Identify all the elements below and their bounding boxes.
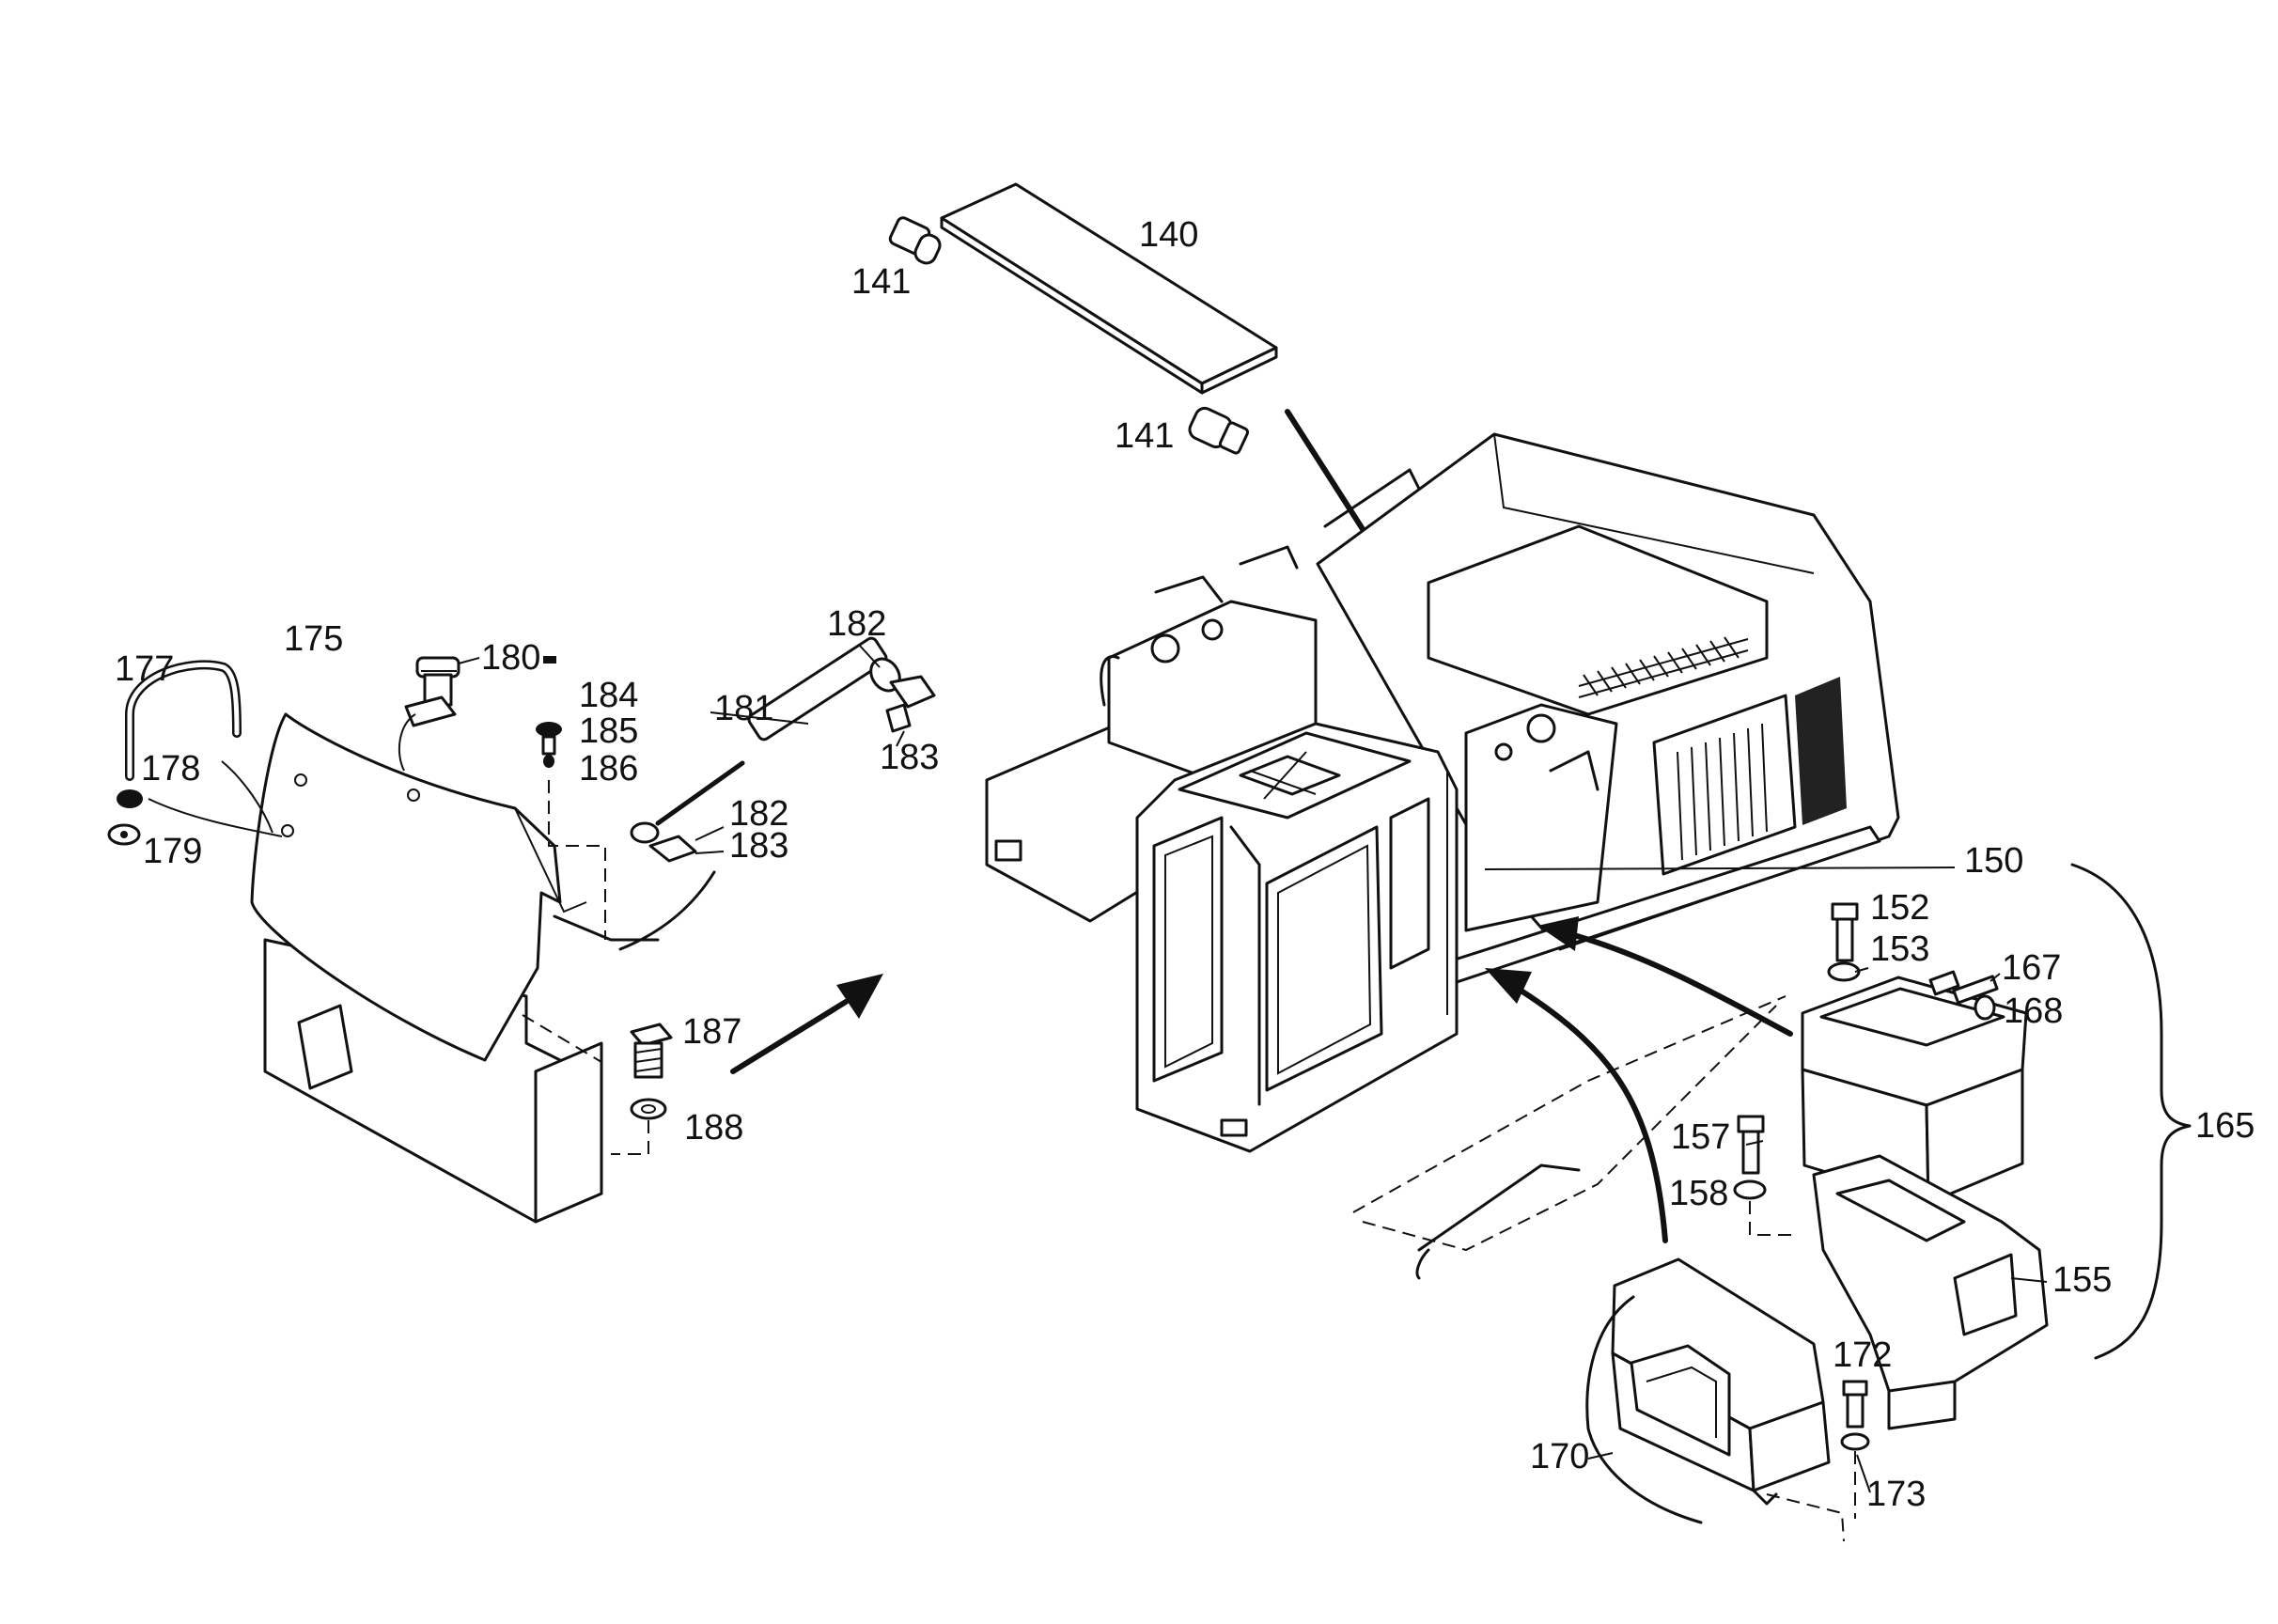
brace-165 xyxy=(2070,863,2192,1360)
cover-175 xyxy=(250,712,716,1224)
fastener-184 xyxy=(536,722,606,940)
washer-icon xyxy=(107,789,143,846)
label-150: 150 xyxy=(1964,841,2023,881)
plug-141-bottom xyxy=(1188,406,1250,455)
brace-170 xyxy=(1585,1295,1703,1524)
label-178: 178 xyxy=(141,749,200,789)
label-167: 167 xyxy=(2002,948,2061,988)
label-170: 170 xyxy=(1530,1437,1589,1476)
label-172: 172 xyxy=(1833,1335,1892,1375)
label-155: 155 xyxy=(2052,1260,2112,1300)
leader-180 xyxy=(398,713,416,772)
plug-141-top xyxy=(888,216,942,265)
label-152: 152 xyxy=(1870,888,1929,928)
label-175: 175 xyxy=(284,619,343,659)
bolt-icon xyxy=(1928,970,1999,1021)
label-186: 186 xyxy=(579,749,638,789)
duct-155 xyxy=(1812,1154,2049,1430)
bolt-icon xyxy=(611,1023,673,1155)
label-140: 140 xyxy=(1139,215,1198,255)
label-184: 184 xyxy=(579,676,638,715)
arrow-icon xyxy=(730,974,883,1074)
leader-178b xyxy=(221,760,273,834)
label-182-top: 182 xyxy=(827,604,886,644)
bolt-icon xyxy=(1733,1115,1797,1236)
part-labels: 140 141 141 150 152 153 155 157 158 165 … xyxy=(115,215,2255,1514)
label-187: 187 xyxy=(682,1012,741,1052)
label-181: 181 xyxy=(714,689,773,728)
upper-structure-150 xyxy=(985,432,1956,1153)
label-185: 185 xyxy=(579,711,638,751)
label-177: 177 xyxy=(115,649,174,689)
label-157: 157 xyxy=(1671,1117,1730,1157)
label-180: 180 xyxy=(481,638,540,678)
label-leaders xyxy=(458,644,2048,1493)
label-183-bottom: 183 xyxy=(729,826,788,866)
mounting-guide xyxy=(1352,995,1787,1280)
bolt-icon xyxy=(1827,902,1861,982)
latch-180 xyxy=(404,656,460,727)
bolt-icon xyxy=(1840,1380,1870,1519)
label-141-bottom: 141 xyxy=(1115,416,1174,456)
label-168: 168 xyxy=(2004,992,2063,1031)
label-183-top: 183 xyxy=(880,738,939,777)
arrow-icon xyxy=(1485,916,1793,1243)
hose-177-inner xyxy=(127,662,240,779)
label-141-top: 141 xyxy=(851,262,911,302)
label-173: 173 xyxy=(1866,1475,1926,1514)
label-158: 158 xyxy=(1669,1174,1728,1213)
box-170 xyxy=(1611,1257,1845,1542)
label-188: 188 xyxy=(684,1108,743,1148)
label-179: 179 xyxy=(143,832,202,871)
leader-178 xyxy=(148,798,283,837)
panel-140 xyxy=(940,182,1278,395)
gas-spring-181 xyxy=(630,636,936,863)
label-165: 165 xyxy=(2195,1106,2255,1146)
label-153: 153 xyxy=(1870,929,1929,969)
label-182-bottom: 182 xyxy=(729,794,788,834)
